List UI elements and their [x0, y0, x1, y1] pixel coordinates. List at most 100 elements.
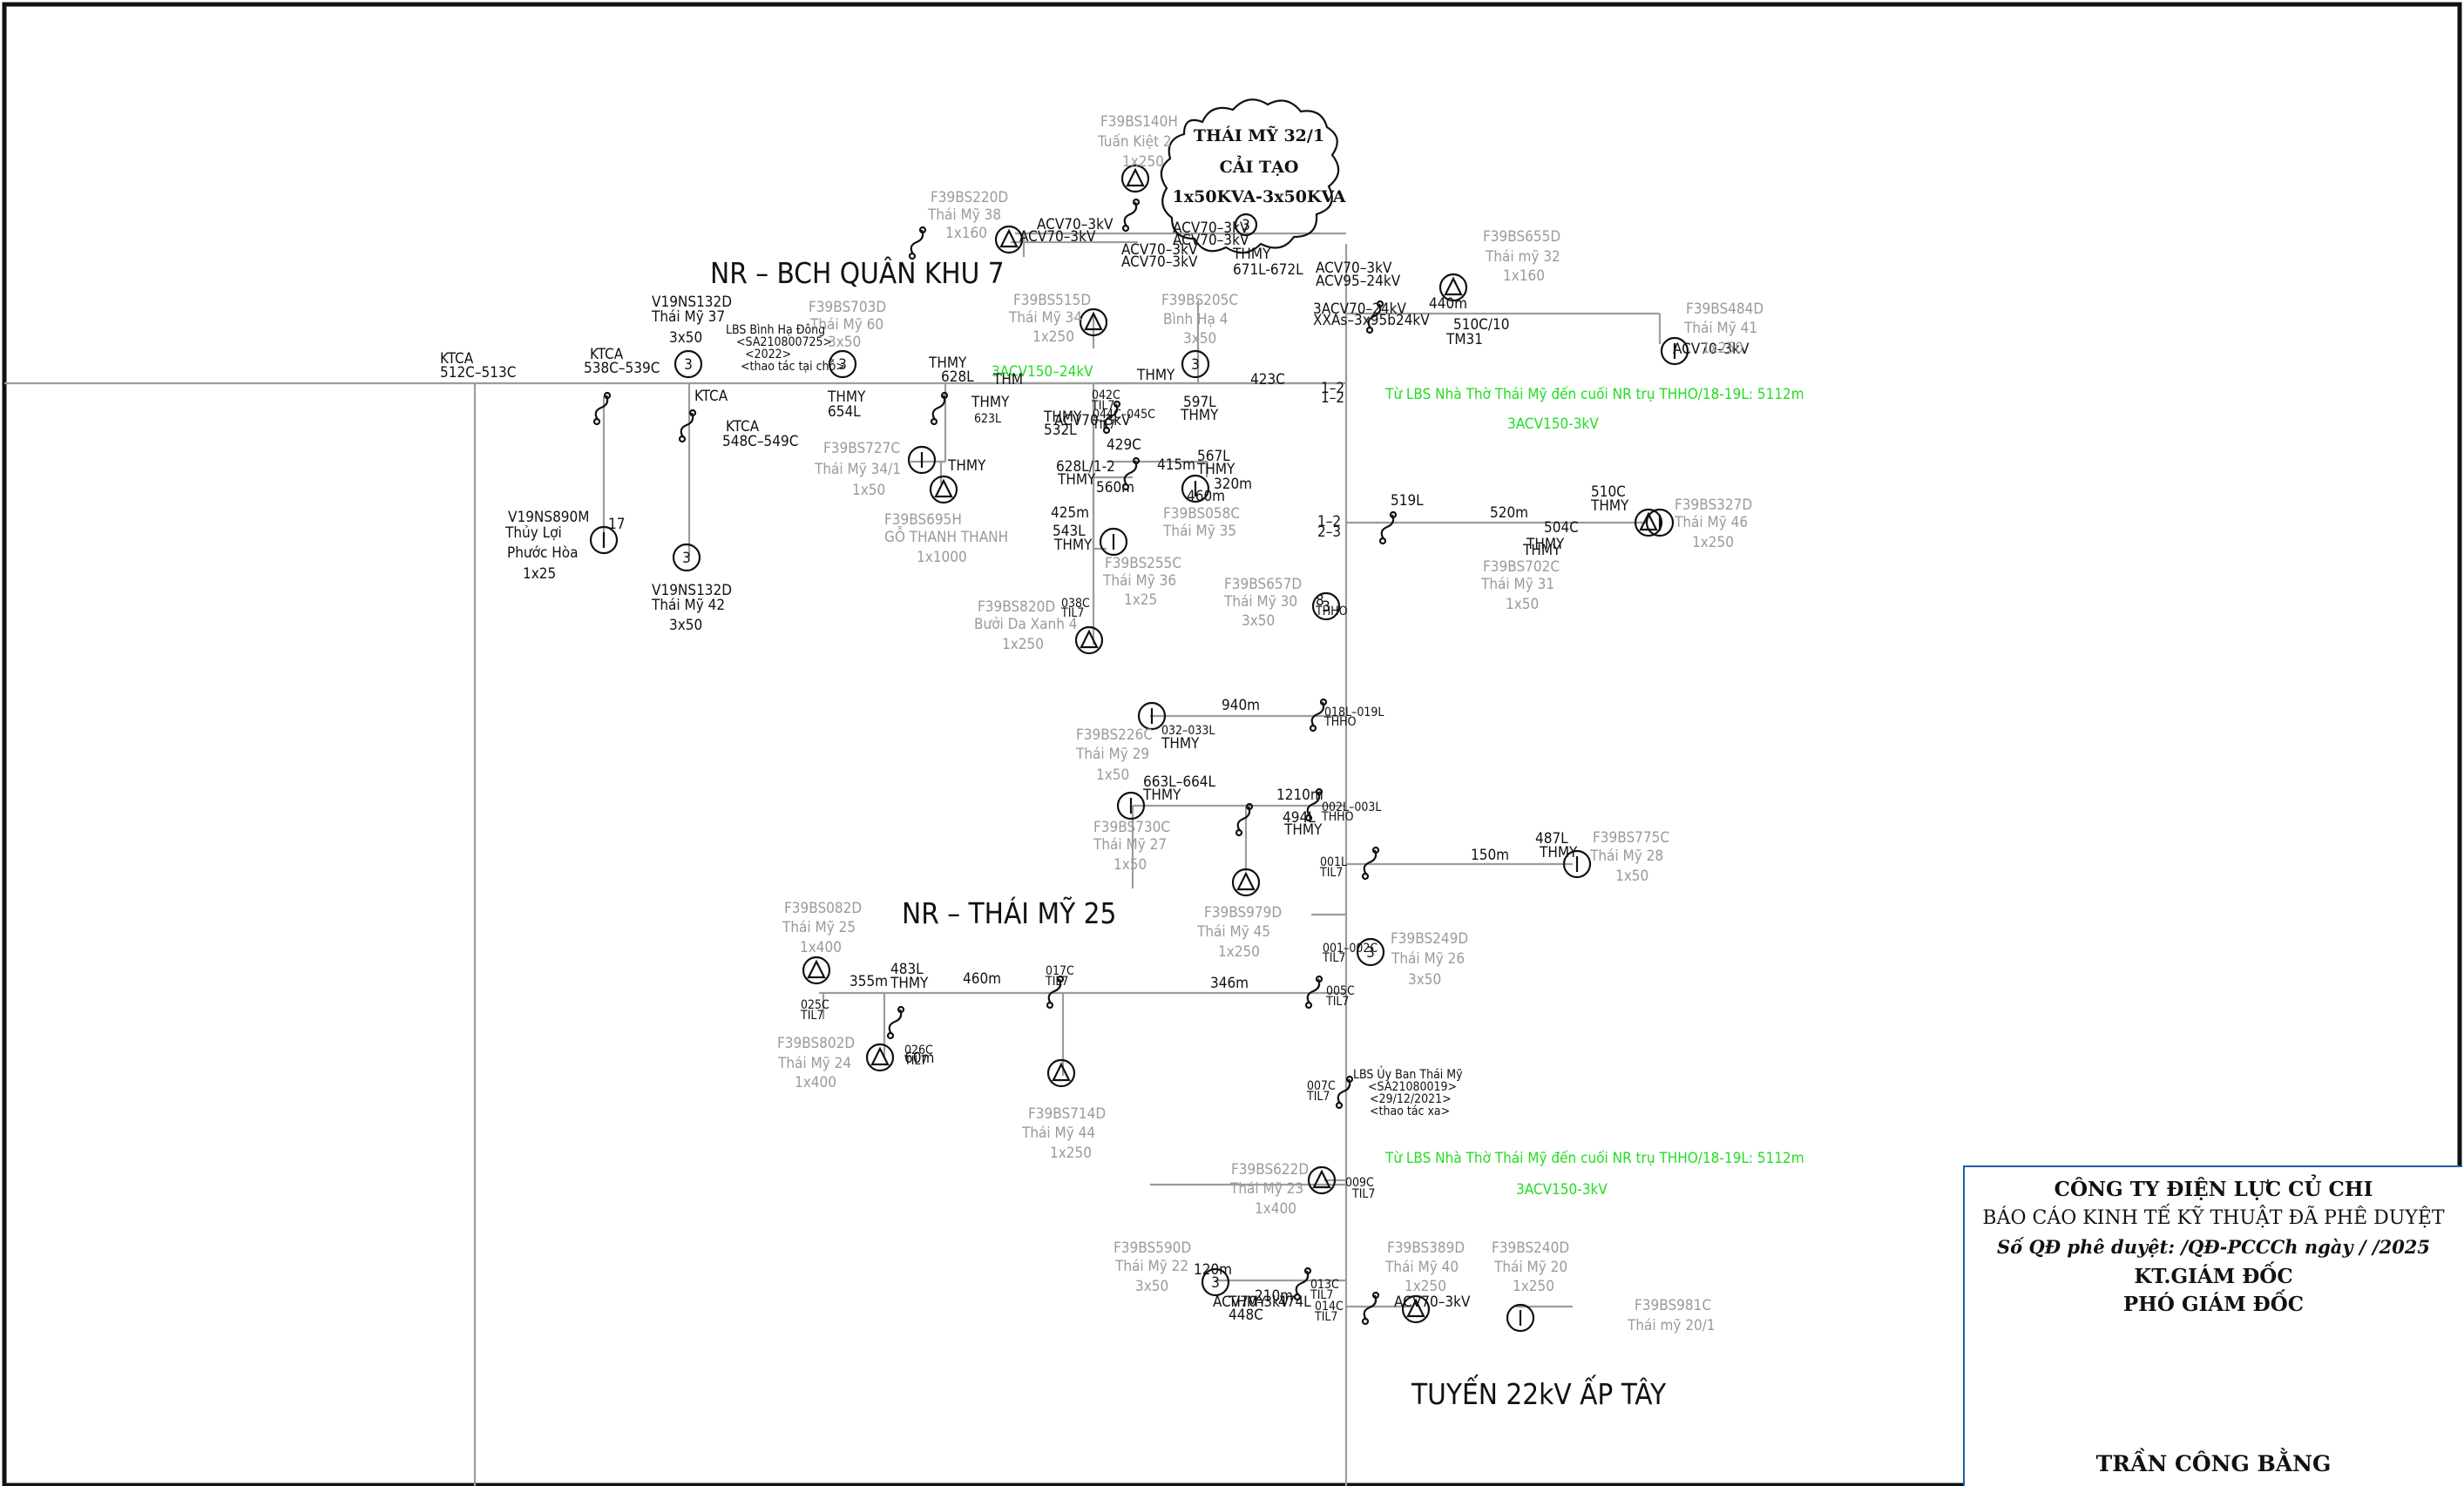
substation-label: Thái Mỹ 20: [1493, 1259, 1567, 1276]
transformer-icon: [1634, 508, 1663, 537]
device-label: TIL7: [1092, 418, 1115, 432]
device-label: THMY: [1043, 409, 1082, 426]
cloud-pole-number: 671L-672L: [1233, 261, 1303, 279]
device-label: 510C/10: [1453, 316, 1509, 334]
substation-label: Thái Mỹ 44: [1021, 1125, 1095, 1142]
switch-icon: [1365, 300, 1384, 334]
device-label: 8: [1316, 592, 1324, 610]
substation-label: 1x250: [1405, 1278, 1446, 1295]
substation-label: Thái Mỹ 35: [1162, 523, 1236, 540]
substation-label: F39BS058C: [1163, 505, 1240, 523]
substation-label: Thái mỹ 20/1: [1627, 1317, 1716, 1334]
device-label: TIL7: [1091, 399, 1114, 413]
substation-label: F39BS657D: [1224, 576, 1302, 593]
substation-label: F39BS255C: [1105, 555, 1181, 572]
substation-label: Bưởi Da Xanh 4: [974, 616, 1077, 633]
device-label: THMY: [1161, 735, 1200, 753]
switch-icon: [1121, 456, 1141, 491]
transformer-icon: [1099, 527, 1128, 557]
device-label: TIL7: [1045, 975, 1068, 989]
substation-label: 1x50: [852, 482, 885, 499]
transformer-icon: [907, 445, 937, 475]
transformer-icon: [802, 956, 831, 985]
switch-icon: [1304, 975, 1323, 1010]
substation-label: Thái Mỹ 34/1: [814, 461, 901, 478]
cloud-transformer-icon: [1234, 213, 1258, 237]
switches: [592, 198, 1398, 1326]
substation-label: 1x160: [945, 225, 987, 242]
device-label: THMY: [1142, 787, 1181, 804]
switch-icon: [1102, 400, 1121, 435]
decision-number: Số QĐ phê duyệt: /QĐ-PCCCh ngày / /2025: [1996, 1236, 2431, 1258]
tie-note: Từ LBS Nhà Thờ Thái Mỹ đến cuối NR trụ T…: [1384, 1149, 1804, 1167]
substation-label: 1x1000: [917, 549, 967, 566]
substation-label: Thái Mỹ 24: [777, 1055, 851, 1072]
substation-label: 1x250: [1692, 534, 1734, 551]
transformer-icon: [1074, 625, 1104, 655]
substation-label: 1x50: [1114, 856, 1147, 874]
switch-icon: [592, 391, 612, 426]
substation-label: Thái Mỹ 60: [809, 316, 883, 334]
substation-label: Thái Mỹ 28: [1589, 848, 1663, 865]
device-label: THMY: [827, 388, 866, 406]
device-label: KTCA: [726, 418, 760, 436]
substation-label: F39BS484D: [1686, 301, 1763, 318]
lbs-label: <thao tác tại chỗ>: [741, 359, 845, 374]
substation-label: Thái Mỹ 31: [1480, 576, 1554, 593]
svg-text:3: 3: [682, 550, 691, 567]
substation-label: 1x250: [1002, 636, 1044, 653]
switch-icon: [930, 391, 949, 426]
substation-label: Thái Mỹ 23: [1229, 1180, 1303, 1198]
substation-label: 1x250: [1702, 340, 1743, 357]
substation-label: 3x50: [1135, 1278, 1168, 1295]
substation-label: Thái mỹ 32: [1485, 248, 1560, 266]
substation-label: F39BS714D: [1028, 1105, 1106, 1123]
device-label: ACV70–3kV: [1394, 1293, 1471, 1311]
transformer-icon: [589, 525, 619, 555]
device-label: 026C: [904, 1044, 933, 1057]
svg-text:3: 3: [1191, 356, 1200, 374]
tie-conductor: 3ACV150-3kV: [1516, 1181, 1608, 1199]
switch-icon: [1121, 198, 1141, 233]
lbs-label: <SA21080019>: [1368, 1080, 1457, 1094]
device-label: 001–002C: [1323, 942, 1378, 956]
substation-label: Tuấn Kiệt 2: [1097, 132, 1172, 151]
device-label: 018L–019L: [1324, 706, 1384, 719]
substation-label: F39BS590D: [1114, 1239, 1191, 1257]
switch-icon: [1293, 1266, 1312, 1301]
transformer-icon: [1231, 868, 1261, 897]
device-label: THHO: [1321, 810, 1354, 824]
lbs-label: <SA210800725>: [736, 335, 832, 349]
transformer-icon: [1181, 474, 1210, 503]
cloud-transformer-count: 3: [1242, 217, 1250, 234]
transformer-icon: [929, 475, 958, 504]
transformer-icon: [1645, 508, 1675, 537]
svg-text:3: 3: [1322, 598, 1330, 616]
on-behalf-line: KT.GIÁM ĐỐC: [2134, 1265, 2293, 1288]
substation-label: F39BS981C: [1635, 1297, 1711, 1314]
device-label: ACV70–3kV: [1673, 341, 1750, 358]
device-label: 460m: [1187, 488, 1225, 505]
device-label: 001L: [1320, 855, 1347, 869]
substation-label: F39BS515D: [1013, 292, 1091, 309]
device-label: THMY: [1053, 537, 1093, 554]
device-label: 1–2: [1321, 380, 1344, 397]
device-label: 597L: [1183, 394, 1216, 411]
device-label: ACV70–3kV: [1213, 1293, 1290, 1311]
substation-label: 3x50: [1183, 330, 1216, 348]
device-label: ACV70–3kV: [1121, 253, 1198, 271]
substation-label: 1x400: [1255, 1200, 1296, 1218]
substation-label: Thái Mỹ 27: [1093, 836, 1167, 854]
substation-label: F39BS327D: [1675, 496, 1752, 514]
device-label: 17: [608, 516, 625, 533]
device-label: ACV70–3kV: [1054, 412, 1131, 429]
device-label: 548C–549C: [722, 433, 798, 450]
substation-label: Thái Mỹ 40: [1384, 1259, 1459, 1276]
labels: KTCA512C–513CKTCA538C–539CKTCAKTCA548C–5…: [440, 113, 1763, 1334]
device-label: 346m: [1210, 975, 1249, 992]
switch-icon: [678, 409, 697, 443]
lbs-label: LBS Ủy Ban Thái Mỹ: [1353, 1065, 1463, 1082]
device-label: THMY: [1283, 821, 1323, 839]
